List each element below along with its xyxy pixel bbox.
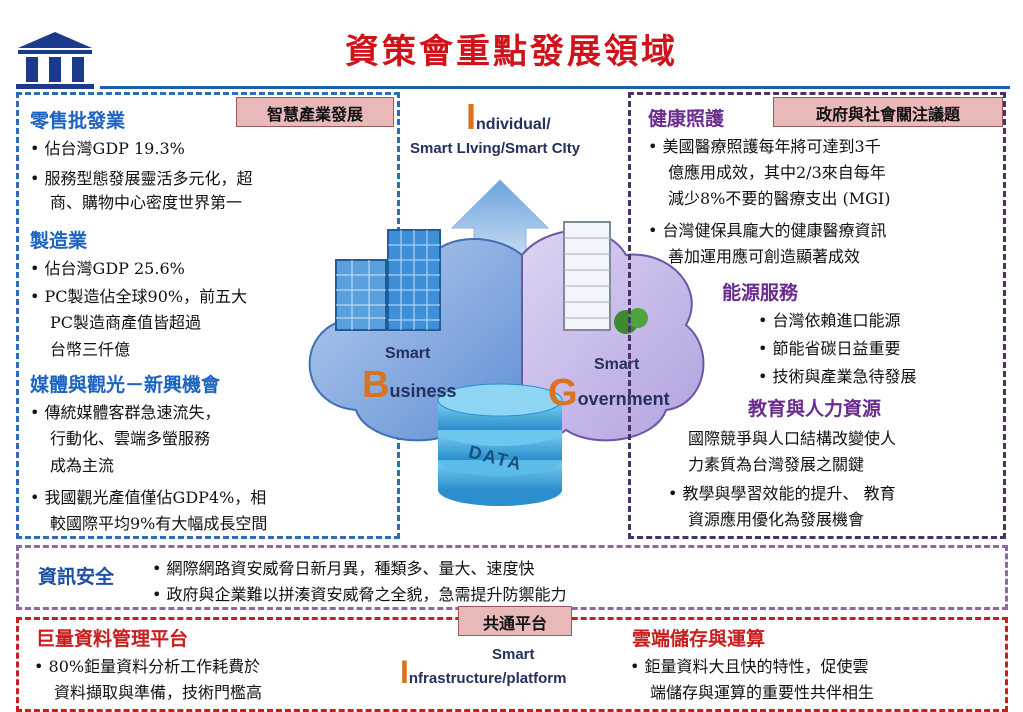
smart-industry-tag: 智慧產業發展 [236,97,394,127]
security-item: 網際網路資安威脅日新月異，種類多、量大、速度快 [152,556,535,581]
health-item: 美國醫療照護每年將可達到3千 [648,134,881,159]
retail-heading: 零售批發業 [30,110,126,132]
health-heading: 健康照護 [648,108,725,130]
smart-cloud-diagram [308,179,705,506]
title-underline [100,86,1010,89]
gov-society-tag: 政府與社會關注議題 [773,97,1003,127]
energy-item: 節能省碳日益重要 [758,336,901,361]
education-heading: 教育與人力資源 [748,398,882,420]
gov-society-panel [628,92,1006,539]
smart-living-label: Smart LIving/Smart CIty [410,140,581,157]
retail-item-cont: 商、購物中心密度世界第一 [50,193,243,212]
retail-item: 服務型態發展靈活多元化，超 [30,166,253,191]
manufacturing-item-cont: PC製造商產值皆超過 [50,313,202,332]
media-item-cont: 較國際平均9%有大幅成長空間 [50,514,268,533]
health-item-cont: 減少8%不要的醫療支出 (MGI) [668,189,891,208]
education-item-cont: 力素質為台灣發展之關鍵 [688,455,865,474]
manufacturing-item: 佔台灣GDP 25.6% [30,256,185,281]
individual-label: Individual/ [466,96,551,137]
health-item: 台灣健保具龐大的健康醫療資訊 [648,218,887,243]
media-item: 我國觀光產值僅佔GDP4%，相 [30,485,267,510]
smart-business-label: Business [362,364,457,406]
education-item: 教學與學習效能的提升、 教育 [668,481,896,506]
energy-item: 台灣依賴進口能源 [758,308,901,333]
energy-heading: 能源服務 [722,282,799,304]
health-item-cont: 億應用成效，其中2/3來自每年 [668,163,886,182]
institute-logo-icon [16,32,94,89]
smart-infra-label: Infrastructure/platform [400,654,567,690]
media-item-cont: 行動化、雲端多螢服務 [50,429,211,448]
security-item: 政府與企業難以拼湊資安威脅之全貌，急需提升防禦能力 [152,582,567,607]
bigdata-item-cont: 資料擷取與準備，技術門檻高 [54,683,263,702]
manufacturing-item-cont: 台幣三仟億 [50,340,131,359]
education-item-cont: 資源應用優化為發展機會 [688,510,865,529]
manufacturing-item: PC製造佔全球90%，前五大 [30,284,248,309]
bigdata-item: 80%鉅量資料分析工作耗費於 [34,654,261,679]
media-heading: 媒體與觀光－新興機會 [30,374,221,396]
smart-government-label: Government [548,372,670,414]
smart-business-small: Smart [385,345,431,362]
common-platform-tag: 共通平台 [458,606,572,636]
media-item-cont: 成為主流 [50,456,115,475]
cloud-heading: 雲端儲存與運算 [632,628,766,650]
media-item: 傳統媒體客群急速流失， [30,400,221,425]
cloud-item-cont: 端儲存與運算的重要性共伴相生 [650,683,875,702]
smart-infra-small: Smart [492,646,535,663]
energy-item: 技術與產業急待發展 [758,364,917,389]
bigdata-heading: 巨量資料管理平台 [36,628,189,650]
retail-item: 佔台灣GDP 19.3% [30,136,185,161]
security-heading: 資訊安全 [38,566,115,588]
education-item: 國際競爭與人口結構改變使人 [688,429,897,448]
manufacturing-heading: 製造業 [30,230,88,252]
health-item-cont: 善加運用應可創造顯著成效 [668,247,861,266]
page-title: 資策會重點發展領域 [345,32,678,72]
cloud-item: 鉅量資料大且快的特性，促使雲 [630,654,869,679]
